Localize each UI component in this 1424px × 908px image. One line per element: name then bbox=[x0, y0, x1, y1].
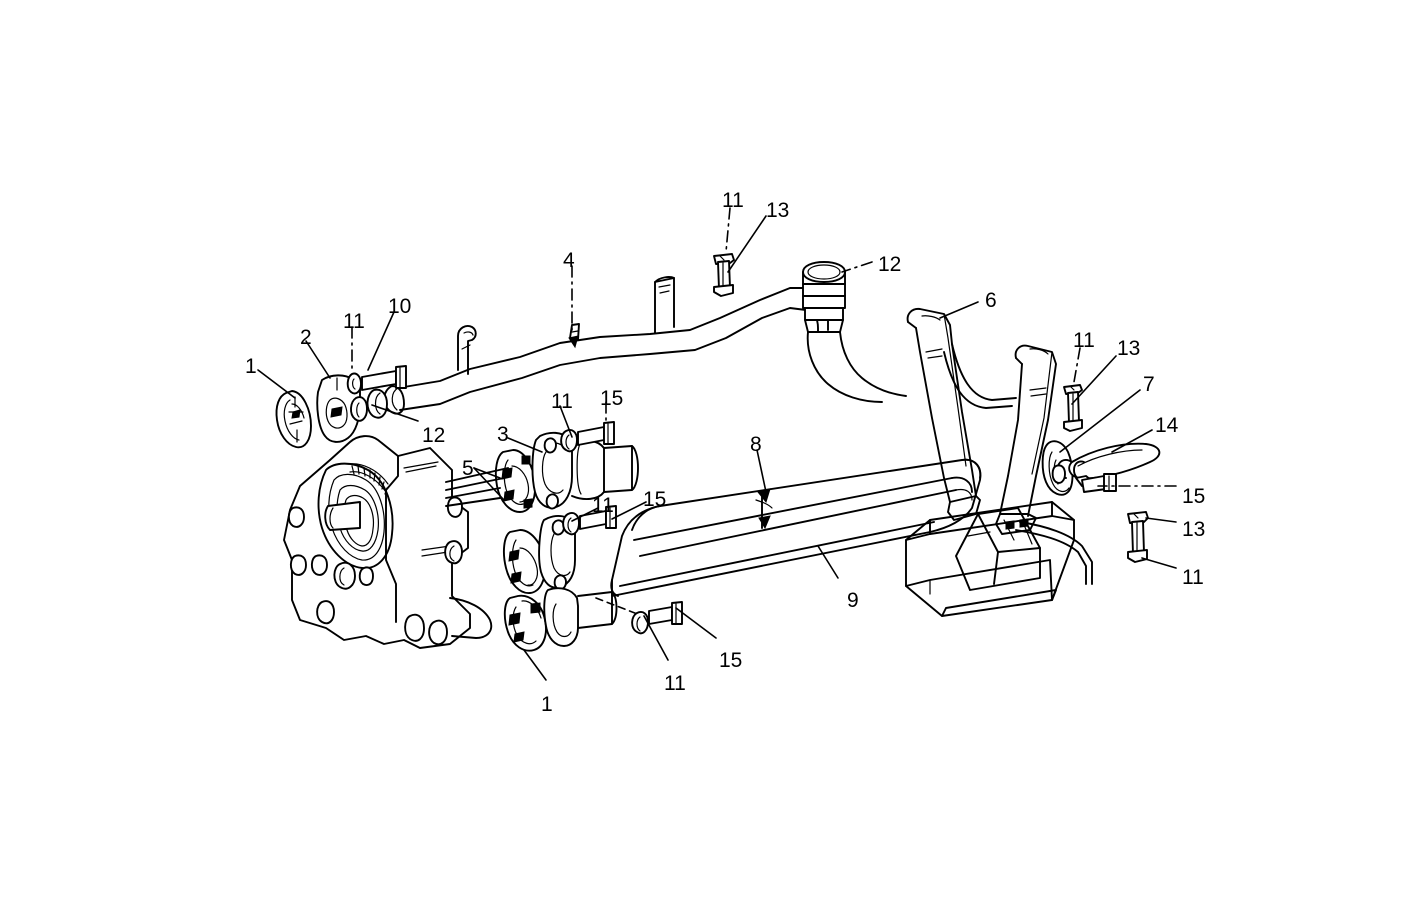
callout-15-mid-upper: 15 bbox=[600, 387, 624, 410]
callout-1-upper-left: 1 bbox=[245, 355, 257, 378]
oil-pump-housing bbox=[283, 435, 493, 649]
callout-15-mid-lower: 15 bbox=[643, 488, 667, 511]
top-hardware bbox=[571, 207, 873, 331]
bracket-hardware bbox=[1041, 347, 1177, 569]
callout-7: 7 bbox=[1143, 373, 1155, 396]
callout-11-mid-lower: 11 bbox=[592, 494, 614, 517]
callout-8: 8 bbox=[750, 433, 762, 456]
callout-11-mid-upper: 11 bbox=[551, 390, 573, 413]
callout-13-bracket: 13 bbox=[1117, 337, 1141, 360]
callout-4: 4 bbox=[563, 249, 575, 272]
mid-lower-flange-stack bbox=[502, 501, 717, 681]
callout-11-upper-left: 11 bbox=[343, 310, 365, 333]
callout-3: 3 bbox=[497, 423, 509, 446]
callout-15-clamp: 15 bbox=[1182, 485, 1206, 508]
callout-11-lower-right: 11 bbox=[1182, 566, 1204, 589]
upper-left-flange-stack bbox=[257, 311, 419, 449]
callout-13-lower-right: 13 bbox=[1182, 518, 1206, 541]
callout-11-bracket: 11 bbox=[1073, 329, 1095, 352]
callout-12-bellows: 12 bbox=[878, 253, 902, 276]
callout-14: 14 bbox=[1155, 414, 1179, 437]
callout-13-top: 13 bbox=[766, 199, 790, 222]
callout-12-pipe-left: 12 bbox=[422, 424, 446, 447]
callout-6: 6 bbox=[985, 289, 997, 312]
callout-15-lower: 15 bbox=[719, 649, 743, 672]
callout-2: 2 bbox=[300, 326, 312, 349]
support-bracket-part6 bbox=[905, 301, 1093, 617]
callout-10: 10 bbox=[388, 295, 412, 318]
mid-upper-flange-stack bbox=[445, 401, 639, 513]
callout-1-lower: 1 bbox=[541, 693, 553, 716]
callout-11-top: 11 bbox=[722, 189, 744, 212]
callout-5: 5 bbox=[462, 457, 474, 480]
callout-11-lower: 11 bbox=[664, 672, 686, 695]
callout-9: 9 bbox=[847, 589, 859, 612]
oil-cooler-body-part9 bbox=[610, 449, 982, 597]
oil-pipe-part4 bbox=[366, 261, 907, 419]
